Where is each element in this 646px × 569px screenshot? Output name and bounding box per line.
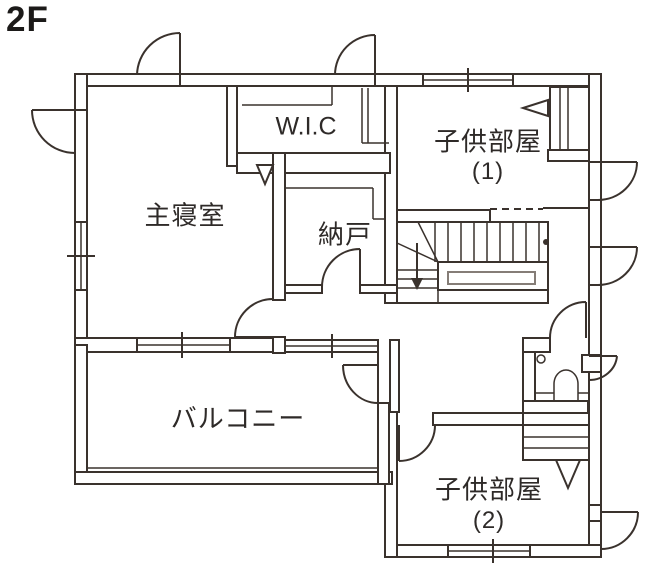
wall-east [588, 73, 602, 558]
casement-east-kids1 [597, 161, 638, 201]
wall-toilet-south [522, 400, 589, 414]
toilet-fixtures [535, 354, 588, 401]
window-hall-balcony [284, 334, 379, 358]
wall-master-east-lower [272, 336, 286, 354]
wall-nando-notch [285, 187, 385, 220]
stair-rail-inner [447, 271, 536, 285]
window-west-master [67, 221, 95, 291]
casement-west [31, 109, 87, 154]
window-gap-toilet [581, 354, 602, 373]
casement-north-2 [334, 34, 376, 86]
closets [242, 86, 590, 491]
room-label-nando: 納戸 [317, 219, 373, 250]
room-label-wic: W.I.C [275, 112, 337, 141]
room-label-master-bedroom: 主寝室 [144, 200, 226, 231]
window-gap-east-kids1 [588, 161, 602, 201]
toilet-bowl-icon [553, 369, 579, 401]
stairs [396, 207, 589, 304]
stair-landing [437, 261, 549, 291]
stair-treads [434, 222, 540, 262]
window-north-kids1 [422, 68, 514, 92]
door-nando [321, 248, 361, 288]
casement-north-1 [136, 32, 181, 86]
wall-master-east-upper [272, 152, 286, 301]
wall-hall-west-stub [389, 339, 400, 413]
wall-toilet-north [522, 337, 551, 353]
balcony-rail-west [74, 344, 88, 485]
toilet-sink-icon [536, 354, 546, 364]
wic-shelves [242, 87, 389, 187]
room-label-kids1: 子供部屋 [433, 126, 543, 157]
balcony-rails [74, 344, 393, 485]
window-gap-east-hall [588, 246, 602, 286]
balcony-rail-south [74, 471, 393, 485]
window-master-balcony [136, 332, 231, 358]
window-gap-east-kids2 [588, 504, 602, 522]
room-label-kids2-number: (2) [472, 507, 506, 534]
room-label-balcony: バルコニー [170, 403, 306, 434]
casement-east-kids2 [600, 511, 639, 550]
windows [67, 68, 602, 563]
door-balcony [342, 353, 379, 404]
wall-kids1-closet-south [547, 149, 590, 162]
wall-west [74, 73, 88, 353]
folding-opening-icon [554, 459, 582, 491]
wall-nando-south-a [284, 284, 323, 294]
balcony-rail-east [377, 402, 390, 485]
opening-triangle-icon [519, 98, 549, 118]
casement-toilet [588, 355, 618, 382]
door-toilet [549, 301, 587, 339]
casement-east-hall [597, 246, 638, 286]
kids1-closet [519, 86, 590, 151]
wall-nando-south-b [359, 284, 398, 294]
doors [234, 248, 587, 462]
floor-label: 2F [6, 0, 49, 39]
kids2-closet [522, 424, 590, 491]
window-south-kids2 [447, 539, 531, 563]
stair-down-arrow-icon [411, 278, 423, 290]
wall-kids2-closet-north [522, 412, 590, 426]
room-label-kids2: 子供部屋 [434, 474, 544, 505]
wall-north [74, 73, 602, 87]
casement-windows [31, 32, 639, 550]
door-master-bedroom [234, 298, 274, 338]
wall-kids1-south [396, 209, 491, 223]
wic-opening-icon [255, 164, 275, 187]
door-kids2 [398, 424, 436, 462]
wall-master-south-b [229, 337, 274, 353]
wall-kids1-west-stair [384, 85, 398, 304]
wall-master-wic [226, 85, 238, 167]
stair-newel-dot [543, 239, 549, 245]
room-label-kids1-number: (1) [471, 158, 505, 185]
wall-kids2-north [432, 412, 524, 426]
interior-walls [74, 85, 590, 558]
